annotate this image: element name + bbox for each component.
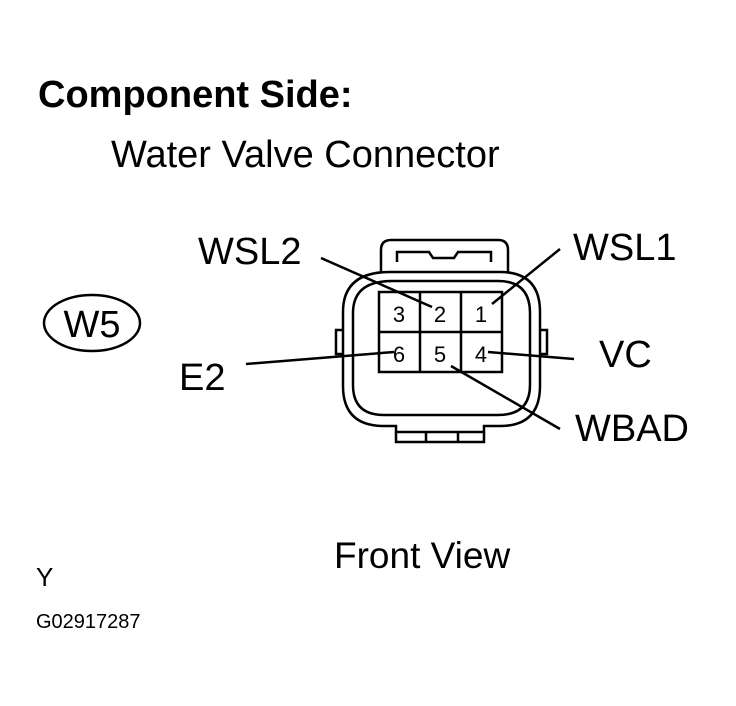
bottom-latch (394, 432, 486, 444)
terminal-number-6: 6 (393, 342, 405, 367)
inner-body (351, 279, 532, 417)
connector-code-oval (42, 293, 142, 353)
figure-code: G02917287 (36, 611, 141, 633)
leader-line-e2 (245, 350, 395, 366)
terminal-number-4: 4 (475, 342, 487, 367)
terminal-label-wsl2: WSL2 (198, 231, 301, 273)
left-lug (334, 328, 343, 356)
subtitle: Water Valve Connector (111, 134, 500, 176)
terminal-number-5: 5 (434, 342, 446, 367)
terminal-label-wsl1: WSL1 (573, 227, 676, 269)
connector-housing (334, 238, 549, 444)
terminal-label-wbad: WBAD (575, 408, 689, 450)
top-latch-inner (395, 250, 493, 262)
connector-code: W5 (64, 304, 121, 346)
terminal-number-3: 3 (393, 302, 405, 327)
terminal-number-2: 2 (434, 302, 446, 327)
terminal-number-1: 1 (475, 302, 487, 327)
leader-line-wsl2 (320, 256, 433, 309)
leader-line-wbad (450, 364, 561, 431)
view-label: Front View (334, 535, 511, 576)
right-lug (540, 328, 549, 356)
leader-line-vc (487, 350, 575, 361)
heading: Component Side: (38, 74, 353, 116)
terminal-label-vc: VC (599, 334, 652, 376)
leader-line-wsl1 (491, 248, 561, 305)
footer-tag: Y (36, 562, 54, 592)
terminal-label-e2: E2 (179, 357, 225, 399)
top-latch (379, 238, 510, 272)
